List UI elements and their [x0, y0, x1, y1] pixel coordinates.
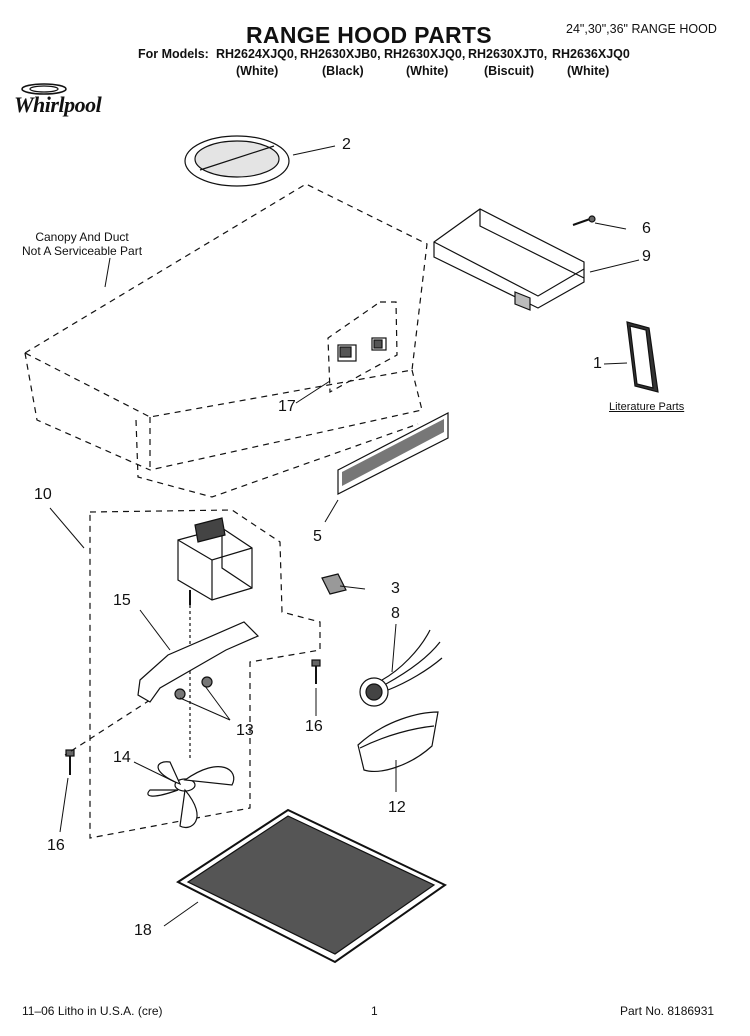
fan-blade-part: [147, 761, 235, 828]
callout-number: 6: [642, 220, 651, 237]
callout-number: 8: [391, 605, 400, 622]
callout-number: 2: [342, 136, 351, 153]
lamp-socket-part: [359, 629, 443, 707]
callout-number: 18: [134, 922, 152, 939]
callout-number: 16: [47, 837, 65, 854]
screw-part: [572, 215, 596, 226]
callout-number: 17: [278, 398, 296, 415]
page-title: RANGE HOOD PARTS: [246, 22, 492, 48]
hood-sizes: 24",30",36" RANGE HOOD: [566, 22, 717, 36]
model-code: RH2624XJQ0,: [216, 47, 298, 61]
grease-filter-part: [176, 808, 447, 964]
model-color: (White): [567, 64, 610, 78]
mounting-bracket-part: [433, 208, 585, 311]
model-code: RH2630XJT0,: [468, 47, 548, 61]
motor-part: [177, 517, 253, 760]
canopy-note-line: Canopy And Duct: [35, 230, 129, 244]
callout-number: 5: [313, 528, 322, 545]
model-code: RH2630XJB0,: [300, 47, 381, 61]
model-color: (Black): [322, 64, 364, 78]
callout-number: 1: [593, 355, 602, 372]
model-code: RH2636XJQ0: [552, 47, 630, 61]
canopy-note-line: Not A Serviceable Part: [22, 244, 143, 258]
callout-number: 15: [113, 592, 131, 609]
literature-parts-label: Literature Parts: [609, 401, 685, 413]
callout-number: 3: [391, 580, 400, 597]
callout-number: 13: [236, 722, 254, 739]
callout-number: 10: [34, 486, 52, 503]
page-number: 1: [371, 1004, 378, 1018]
part-number: Part No. 8186931: [620, 1004, 715, 1018]
literature-booklet-part: [626, 321, 659, 393]
callout-number: 9: [642, 248, 651, 265]
brand-logo: Whirlpool: [14, 92, 102, 117]
model-color: (White): [236, 64, 279, 78]
canopy-note: Canopy And Duct Not A Serviceable Part: [22, 230, 142, 258]
callout-number: 12: [388, 799, 406, 816]
models-label: For Models:: [138, 47, 209, 61]
litho-note: 11–06 Litho in U.S.A. (cre): [22, 1004, 163, 1018]
round-cover-part: [184, 135, 290, 187]
blower-assembly-outline: [64, 509, 321, 839]
model-color: (Biscuit): [484, 64, 534, 78]
model-code: RH2630XJQ0,: [384, 47, 466, 61]
callout-number: 14: [113, 749, 131, 766]
model-color: (White): [406, 64, 449, 78]
canopy-outline: [23, 183, 428, 498]
callout-number: 16: [305, 718, 323, 735]
